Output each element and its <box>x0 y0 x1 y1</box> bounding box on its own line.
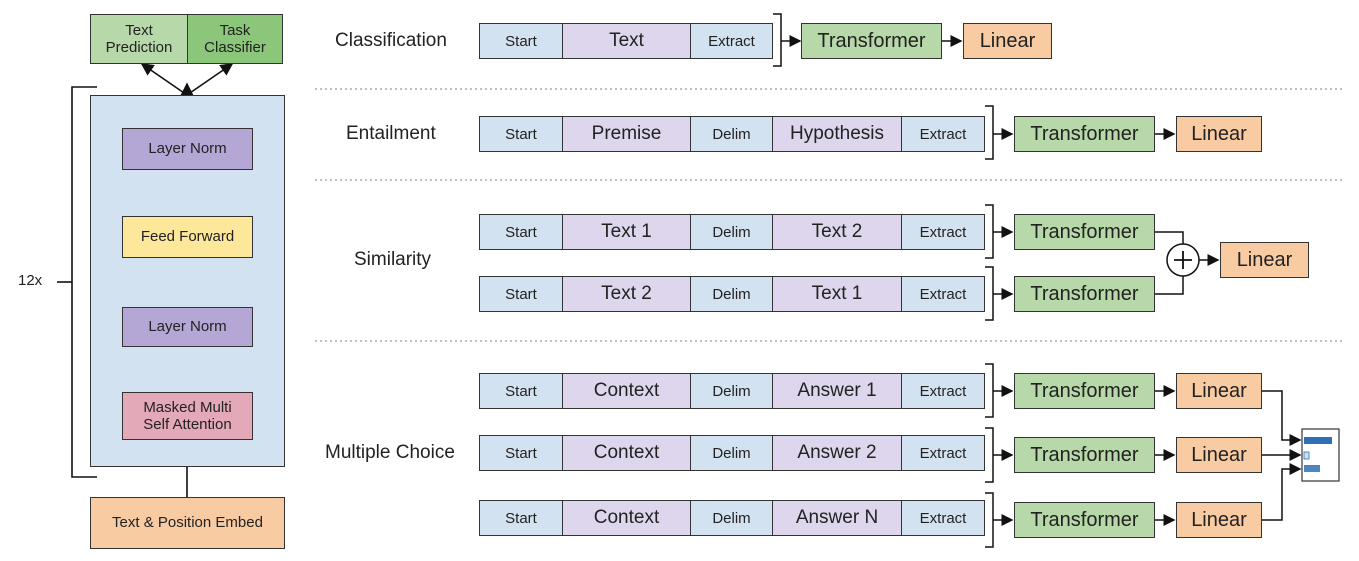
mc-row3-transformer: Transformer <box>1014 502 1155 538</box>
entailment-extract: Extract <box>901 116 985 152</box>
entailment-delim: Delim <box>690 116 773 152</box>
mc-row2-start: Start <box>479 435 563 471</box>
entailment-premise: Premise <box>562 116 691 152</box>
layer-norm-top: Layer Norm <box>122 128 253 170</box>
mc-row1-delim: Delim <box>690 373 773 409</box>
similarity-row1-text2: Text 2 <box>772 214 902 250</box>
similarity-row1-text1: Text 1 <box>562 214 691 250</box>
classification-label: Classification <box>335 30 447 51</box>
mc-row1-extract: Extract <box>901 373 985 409</box>
entailment-label: Entailment <box>346 123 436 144</box>
mc-row2-answer: Answer 2 <box>772 435 902 471</box>
mc-row2-linear: Linear <box>1176 437 1262 473</box>
classification-start: Start <box>479 23 563 59</box>
mc-row3-start: Start <box>479 500 563 536</box>
masked-multi-self-attention: Masked Multi Self Attention <box>122 392 253 440</box>
similarity-row2-start: Start <box>479 276 563 312</box>
similarity-row2-text2: Text 2 <box>562 276 691 312</box>
text-prediction-head: Text Prediction <box>90 14 188 64</box>
mc-row1-linear: Linear <box>1176 373 1262 409</box>
similarity-label: Similarity <box>354 249 432 270</box>
mc-row2-extract: Extract <box>901 435 985 471</box>
mc-row2-delim: Delim <box>690 435 773 471</box>
similarity-row1-delim: Delim <box>690 214 773 250</box>
entailment-transformer: Transformer <box>1014 116 1155 152</box>
mc-row1-context: Context <box>562 373 691 409</box>
mc-row1-start: Start <box>479 373 563 409</box>
similarity-row1-extract: Extract <box>901 214 985 250</box>
mc-row3-linear: Linear <box>1176 502 1262 538</box>
similarity-row2-transformer: Transformer <box>1014 276 1155 312</box>
classification-text: Text <box>562 23 691 59</box>
text-position-embed: Text & Position Embed <box>90 497 285 549</box>
mc-row3-context: Context <box>562 500 691 536</box>
mc-row2-context: Context <box>562 435 691 471</box>
feed-forward: Feed Forward <box>122 216 253 258</box>
mc-row3-extract: Extract <box>901 500 985 536</box>
similarity-row1-transformer: Transformer <box>1014 214 1155 250</box>
similarity-row2-extract: Extract <box>901 276 985 312</box>
task-classifier-head: Task Classifier <box>187 14 283 64</box>
classification-extract: Extract <box>690 23 773 59</box>
entailment-start: Start <box>479 116 563 152</box>
repeat-label: 12x <box>18 272 43 289</box>
similarity-row2-text1: Text 1 <box>772 276 902 312</box>
similarity-linear: Linear <box>1220 242 1309 278</box>
entailment-linear: Linear <box>1176 116 1262 152</box>
classification-transformer: Transformer <box>801 23 942 59</box>
multiple-choice-label: Multiple Choice <box>325 442 455 463</box>
mc-row1-answer: Answer 1 <box>772 373 902 409</box>
similarity-row1-start: Start <box>479 214 563 250</box>
mc-row3-answer: Answer N <box>772 500 902 536</box>
mc-row2-transformer: Transformer <box>1014 437 1155 473</box>
mc-row1-transformer: Transformer <box>1014 373 1155 409</box>
classification-linear: Linear <box>963 23 1052 59</box>
similarity-row2-delim: Delim <box>690 276 773 312</box>
mc-row3-delim: Delim <box>690 500 773 536</box>
layer-norm-bottom: Layer Norm <box>122 307 253 347</box>
entailment-hypothesis: Hypothesis <box>772 116 902 152</box>
